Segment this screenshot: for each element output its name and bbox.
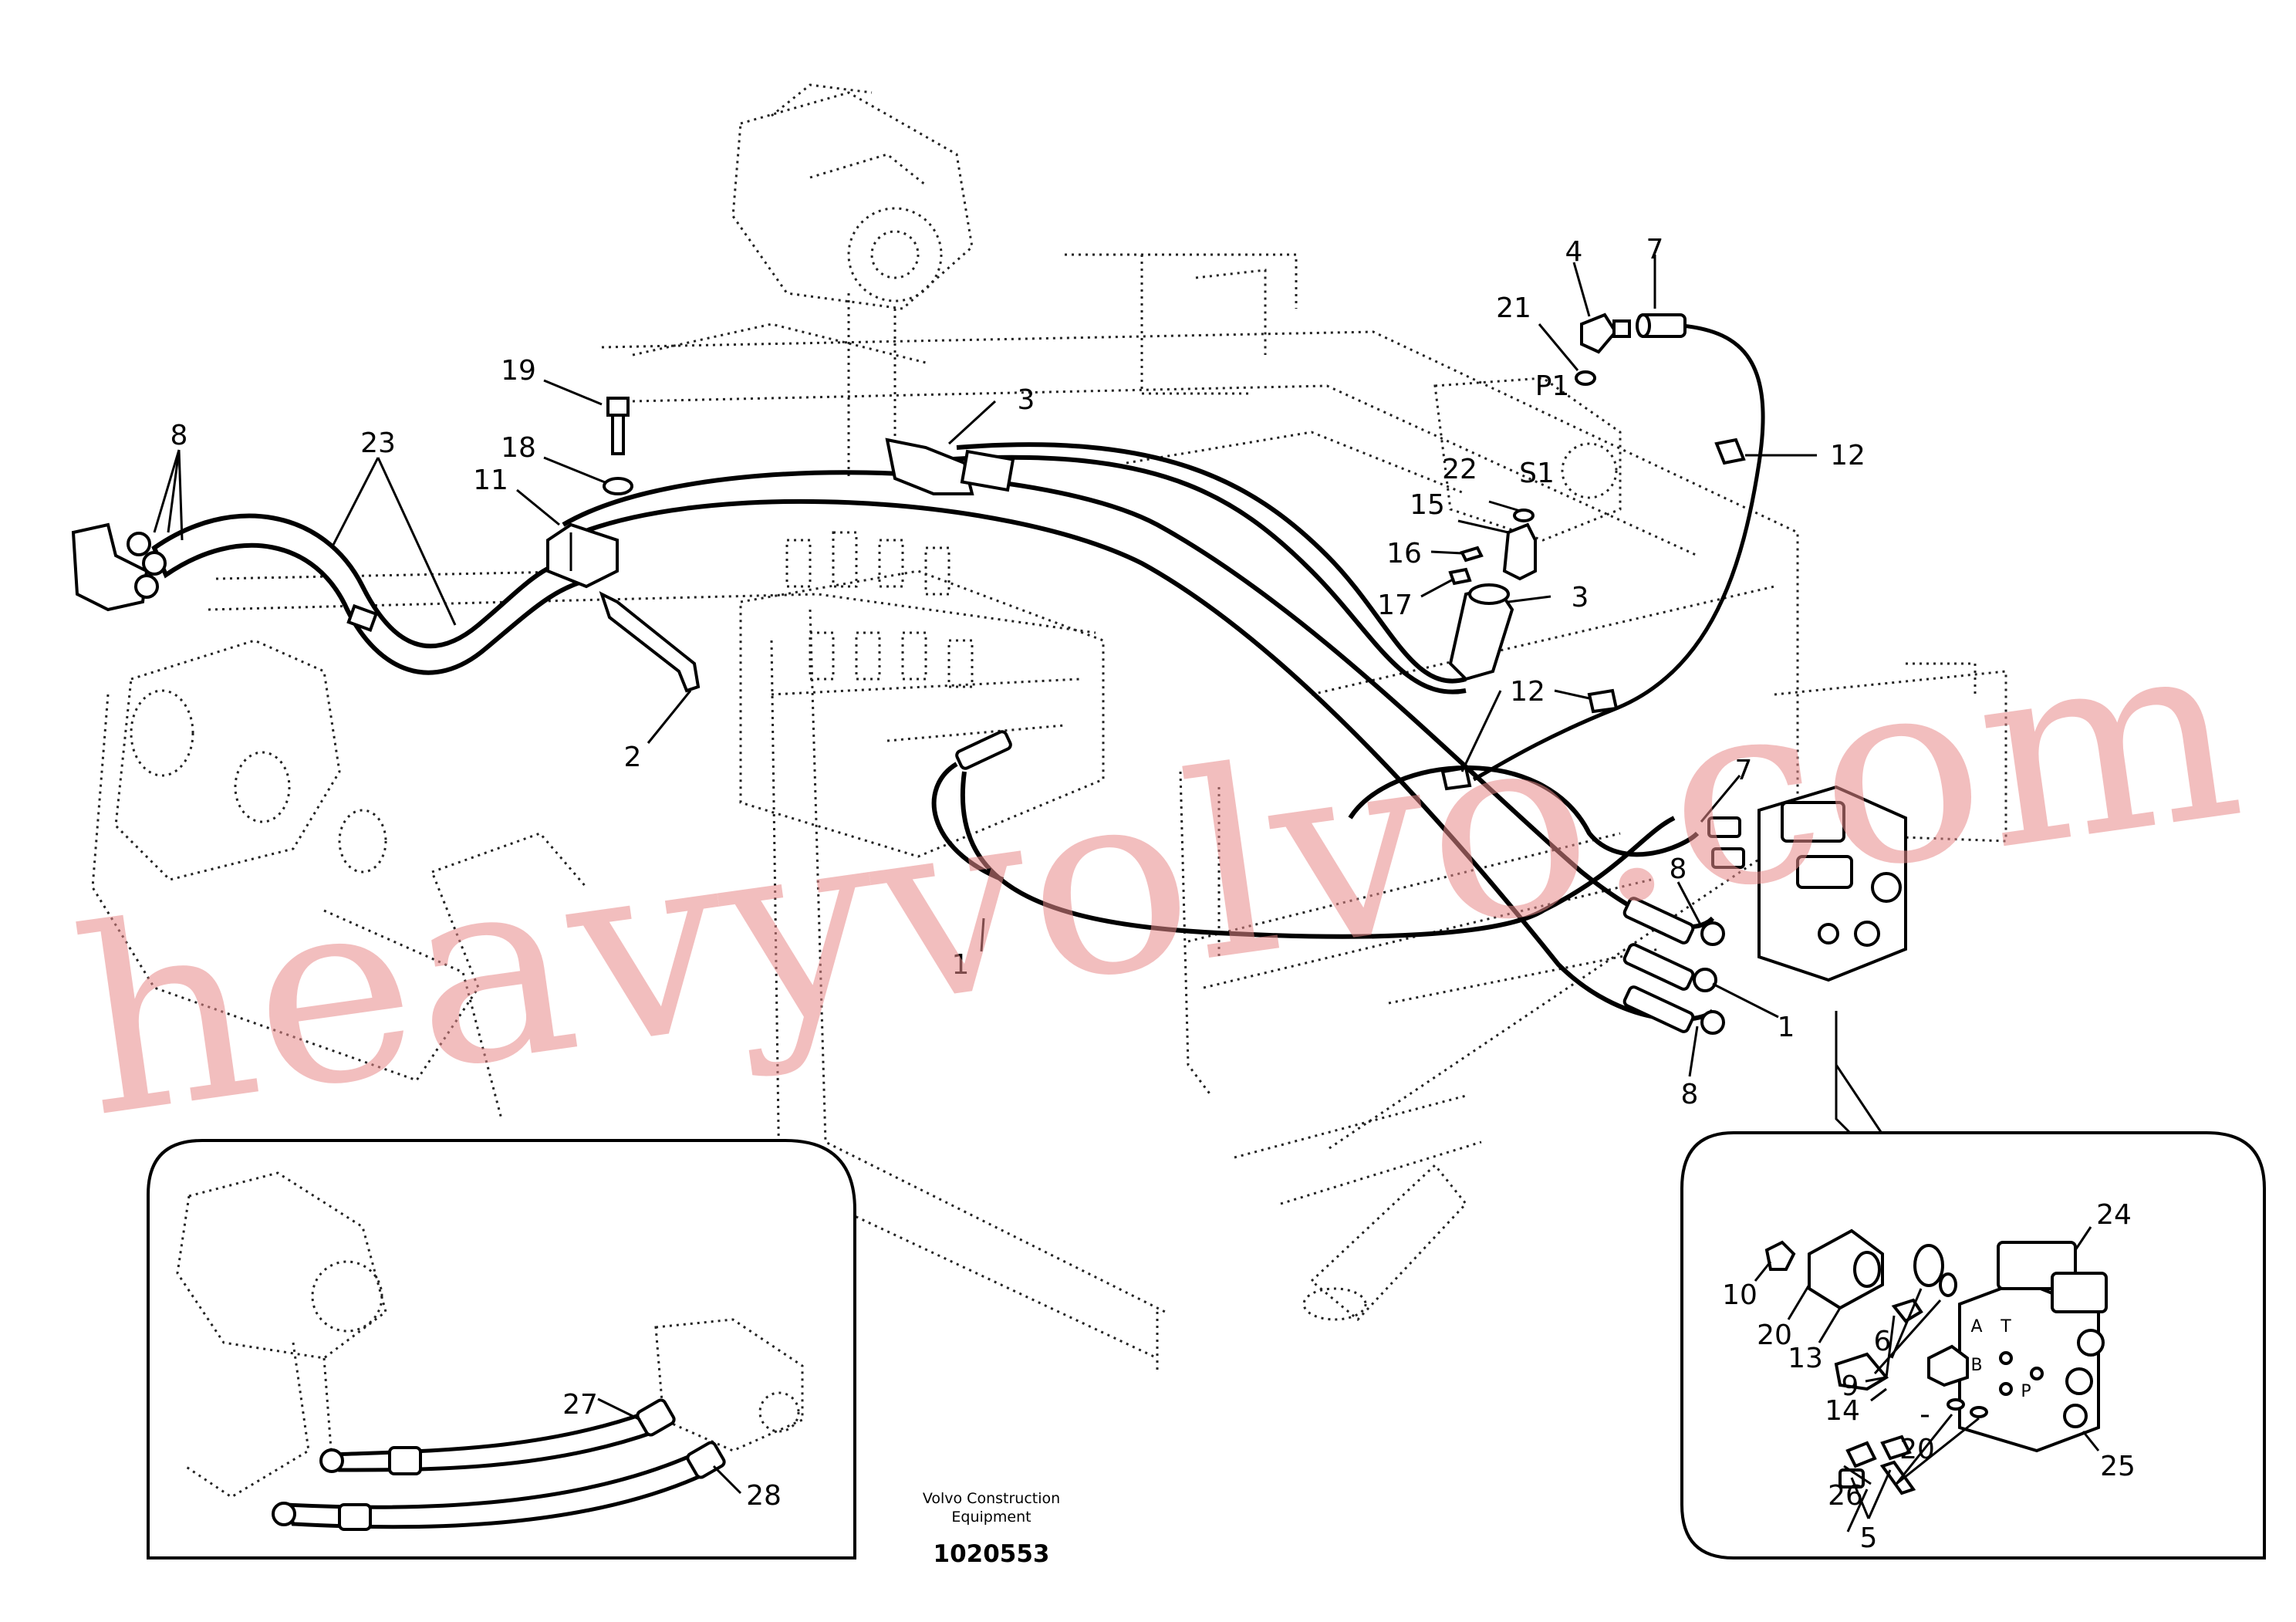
label-12-mid: 12: [1510, 676, 1545, 708]
company-name-line1: Volvo Construction: [923, 1490, 1060, 1507]
label-11: 11: [473, 465, 508, 496]
sensor-4: [1580, 313, 1631, 354]
label-3-lower: 3: [1572, 582, 1589, 613]
inset-left-pump-dotted: [176, 1171, 387, 1499]
machine-frame-outline: [208, 253, 2007, 1374]
hose-end-3-top: [885, 438, 1015, 495]
part-labels: 8 23 19 18 11 2 3 4 7 21 P1 S1 12 22 15 …: [171, 234, 2136, 1554]
inset-left-pilot-pump-dotted: [654, 1318, 804, 1452]
label-3-top: 3: [1018, 384, 1035, 416]
document-number: 1020553: [934, 1540, 1050, 1568]
fitting-8-upper: [1622, 897, 1725, 946]
inset-right-parts: [1764, 1228, 1988, 1495]
engine-dotted: [91, 639, 588, 1120]
control-valve-block-dotted: [739, 531, 1105, 858]
label-8-mid: 8: [1670, 853, 1687, 885]
inset-right: [1680, 1131, 2266, 1559]
fitting-8-lower: [1622, 985, 1725, 1035]
bolt-19: [606, 397, 630, 455]
label-13: 13: [1788, 1343, 1823, 1374]
screw-17: [1448, 567, 1472, 586]
clamp-11: [546, 522, 619, 589]
clamp-12-low: [1440, 765, 1472, 791]
label-14: 14: [1825, 1395, 1860, 1427]
solenoid-valve-block-main: [1707, 785, 1907, 982]
hose-end-1-valve: [955, 730, 1012, 770]
label-28: 28: [746, 1480, 782, 1512]
leader-lines: [153, 255, 1884, 1136]
label-17: 17: [1377, 590, 1413, 621]
footer-caption: Volvo Construction Equipment 1020553: [923, 1490, 1060, 1568]
label-23: 23: [360, 427, 396, 459]
port-label-t: T: [2000, 1317, 2011, 1336]
hose-end-3-lower: [1448, 583, 1514, 681]
main-pump-dotted: [731, 83, 974, 478]
label-8: 8: [171, 420, 188, 451]
label-7-block: 7: [1735, 755, 1753, 786]
pilot-pump-dotted: [1433, 377, 1622, 542]
label-8-lower: 8: [1681, 1079, 1699, 1110]
inset-right-valve-block: [1958, 1241, 2108, 1453]
label-5: 5: [1860, 1522, 1878, 1554]
label-26: 26: [1828, 1480, 1863, 1512]
bracket-2: [599, 591, 701, 693]
label-24: 24: [2096, 1199, 2132, 1231]
hose-1-long: [562, 470, 1715, 1022]
hose-3: [952, 442, 1467, 694]
watermark-text: heavyvolvo.com: [60, 578, 2256, 1174]
port-label-a: A: [1970, 1317, 1982, 1336]
port-label-b: B: [1970, 1356, 1982, 1375]
label-2: 2: [624, 742, 642, 773]
label-4: 4: [1565, 236, 1583, 268]
label-7-top: 7: [1646, 234, 1664, 265]
label-p1: P1: [1535, 370, 1570, 402]
sensor-cable: [1472, 323, 1765, 782]
fitting-8-top: [71, 522, 167, 612]
screw-16: [1460, 546, 1484, 563]
label-s1: S1: [1519, 458, 1555, 489]
label-10: 10: [1722, 1279, 1757, 1311]
connector-7-top: [1636, 313, 1687, 338]
fitting-1-mid: [1622, 943, 1717, 992]
hose-to-block: [1348, 765, 1700, 857]
label-1-right: 1: [1778, 1012, 1795, 1043]
label-22: 22: [1442, 454, 1477, 485]
label-18: 18: [501, 432, 536, 464]
label-19: 19: [501, 355, 536, 387]
label-15: 15: [1410, 489, 1445, 521]
hose-23: [151, 513, 597, 675]
hose-1: [931, 762, 1676, 939]
oring-22: [1513, 509, 1535, 522]
inset-right-leaders: [1754, 1226, 2100, 1532]
company-name-line2: Equipment: [951, 1509, 1031, 1526]
clamp-12-mid: [1587, 688, 1619, 714]
label-21: 21: [1496, 292, 1531, 324]
accumulator-dotted: [1302, 1163, 1467, 1322]
inset-left: [147, 1139, 856, 1559]
label-25: 25: [2100, 1451, 2136, 1482]
clamp-12-top: [1714, 438, 1746, 465]
label-16: 16: [1386, 538, 1422, 569]
washer-18: [603, 477, 633, 495]
fitting-15: [1502, 522, 1537, 581]
label-6: 6: [1874, 1326, 1892, 1357]
port-label-p: P: [2021, 1382, 2031, 1401]
label-9: 9: [1842, 1370, 1859, 1402]
label-20-bottom: 20: [1899, 1434, 1935, 1465]
label-20-top: 20: [1757, 1320, 1792, 1351]
label-27: 27: [562, 1389, 598, 1421]
inset-left-hoses: [272, 1398, 726, 1531]
label-1-left: 1: [952, 949, 970, 981]
oring-21: [1575, 370, 1596, 386]
label-12-top: 12: [1830, 440, 1866, 471]
